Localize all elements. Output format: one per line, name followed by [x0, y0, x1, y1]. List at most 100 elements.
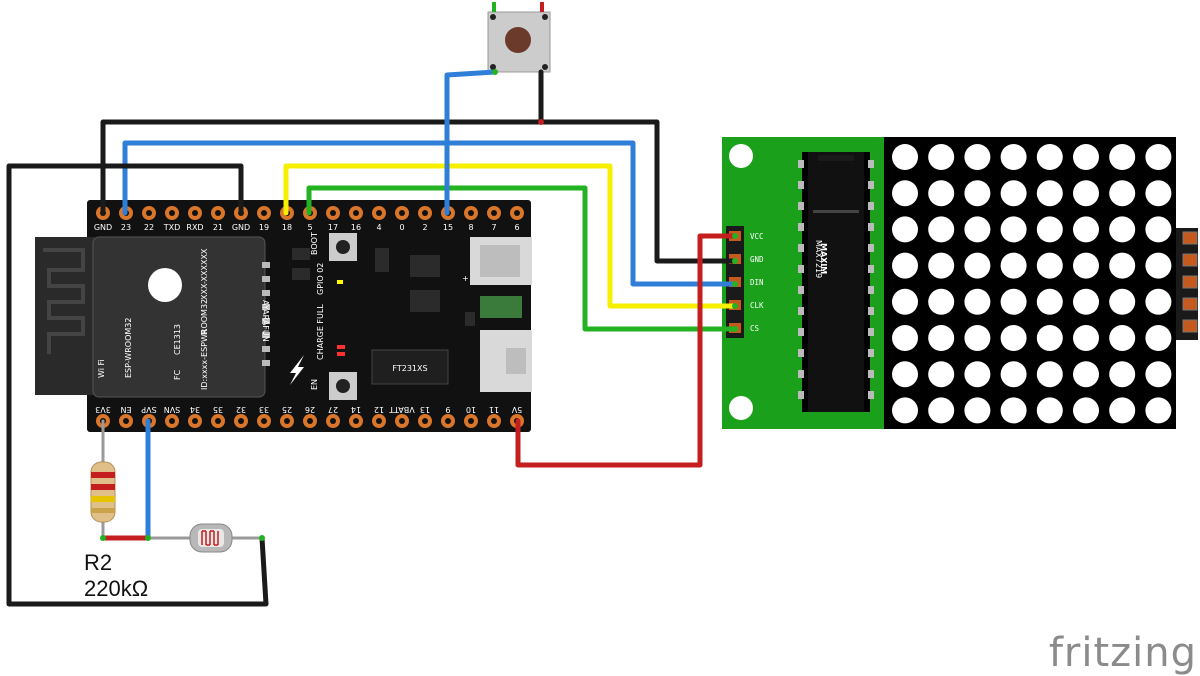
esp32-board: Wi Fi ESP-WROOM32 CE1313 XXX-XXXXXX R ID…: [35, 200, 532, 432]
led-dot: [928, 216, 955, 243]
matrix-pin-label: CS: [750, 324, 760, 333]
plus-label: +: [462, 274, 469, 283]
led-dot: [928, 325, 955, 351]
esp-top-pin-label: GND: [94, 223, 112, 232]
led-dot: [1036, 397, 1063, 424]
led-dot: [964, 252, 991, 279]
esp-top-pin-label: 7: [491, 223, 496, 232]
lightning-icon: [290, 355, 304, 385]
resistor-value: 220kΩ: [84, 576, 148, 601]
esp-bottom-pin-label: 32: [236, 405, 246, 414]
band-1: [91, 472, 115, 478]
led-dot: [1145, 216, 1172, 243]
led-dot: [1000, 397, 1027, 424]
matrix-pin-label: DIN: [750, 278, 764, 287]
esp-bottom-pin-label: 13: [420, 405, 430, 414]
chip-pins: [798, 160, 874, 399]
charge-label: CHARGE FULL: [316, 304, 325, 360]
ft231xs-chip: [371, 349, 449, 385]
ldr-trace-icon: [201, 530, 219, 546]
led-dot: [1073, 216, 1099, 243]
led-dot: [1036, 288, 1063, 315]
brand-label: AYARAFUN: [261, 300, 270, 342]
esp-bottom-pin-label: 26: [305, 405, 315, 414]
esp-top-pin-label: 0: [399, 223, 404, 232]
usb-chip-label: FT231XS: [392, 364, 427, 373]
wifi-logo: Wi Fi: [97, 359, 106, 378]
esp-top-pin-label: 8: [468, 223, 473, 232]
led-dot: [1000, 180, 1027, 207]
led-dot: [964, 325, 991, 351]
led-dot: [1000, 361, 1027, 388]
led-dot: [1109, 180, 1136, 207]
led-dot: [1073, 397, 1099, 424]
led-dot: [928, 288, 955, 315]
push-button: [487, 2, 551, 73]
led-dot: [1073, 325, 1099, 351]
esp-bottom-pin-label: 27: [328, 405, 338, 414]
module-id: ID:xxxx-ESPWROOM32: [200, 299, 209, 390]
boot-label: BOOT: [310, 232, 319, 255]
esp-bottom-pin-label: SVN: [164, 405, 181, 414]
led-dot: [1000, 144, 1027, 170]
module-pads: [262, 262, 270, 366]
matrix-pin-label: VCC: [750, 232, 764, 241]
regulator-chip: [410, 255, 440, 277]
en-label: EN: [310, 379, 319, 390]
wire-gnd2-black: [6, 163, 269, 607]
r-mark: R: [200, 329, 209, 335]
maxim-logo: MAXIM: [819, 243, 828, 274]
wire-clk-yellow: [283, 163, 738, 309]
led-dot: [928, 397, 955, 424]
led-dot: [928, 144, 955, 170]
led-dot: [1109, 252, 1136, 279]
led-dot: [1145, 180, 1172, 207]
mount-hole-bottom: [729, 396, 753, 420]
output-pins: [1182, 231, 1198, 333]
led-dot: [1145, 397, 1172, 424]
esp-top-pin-label: 18: [282, 223, 292, 232]
led-dot: [1073, 144, 1099, 170]
esp-bottom-pin-label: 33: [259, 405, 269, 414]
espressif-logo-icon: [148, 268, 182, 302]
esp-top-pin-label: TXD: [163, 223, 181, 232]
led-dot: [892, 325, 918, 351]
esp-bottom-pin-label: VBATT: [389, 405, 415, 414]
band-4: [91, 508, 115, 513]
led-dot: [892, 252, 918, 279]
led-dot: [1036, 216, 1063, 243]
esp-top-pin-label: 2: [422, 223, 427, 232]
wire-5v-red: [515, 233, 738, 468]
led-dot: [1109, 216, 1136, 243]
esp-top-pin-label: 6: [514, 223, 519, 232]
fc-mark: FC: [173, 369, 182, 380]
led-dot: [964, 288, 991, 315]
led-dot: [1145, 361, 1172, 388]
led-dot: [1109, 397, 1136, 424]
button-cap: [505, 27, 531, 53]
esp-bottom-pin-label: 9: [445, 405, 450, 414]
esp-top-pin-label: 4: [376, 223, 381, 232]
led-dot: [1073, 288, 1099, 315]
wire-gnd-black: [100, 119, 738, 264]
led-dot: [1036, 252, 1063, 279]
led-dot: [892, 216, 918, 243]
photoresistor: [189, 523, 233, 553]
module-name: ESP-WROOM32: [124, 318, 133, 379]
led-dot: [1073, 361, 1099, 388]
fritzing-watermark: fritzing: [1049, 630, 1197, 676]
led-dot: [892, 288, 918, 315]
led-dot: [928, 361, 955, 388]
led-dot: [1000, 216, 1027, 243]
module-xxx: XXX-XXXXXX: [200, 248, 209, 300]
led-dot: [1109, 288, 1136, 315]
led-dot: [1145, 325, 1172, 351]
led-dot: [1036, 361, 1063, 388]
inductor: [480, 296, 522, 318]
esp-bottom-pin-label: 14: [351, 405, 361, 414]
led-dot: [964, 361, 991, 388]
led-dot: [1036, 325, 1063, 351]
